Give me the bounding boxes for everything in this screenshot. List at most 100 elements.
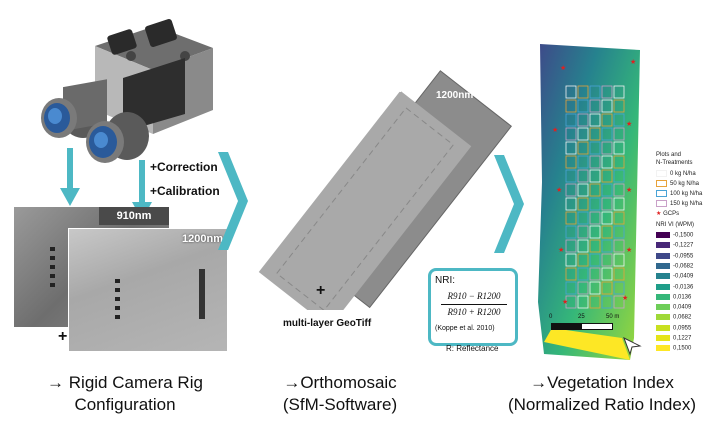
legend-ramp-swatch bbox=[656, 283, 670, 290]
legend-ramp-label: 0,0955 bbox=[673, 325, 692, 332]
caption-rig-line1: → Rigid Camera Rig bbox=[47, 373, 203, 392]
legend-treatment-label: 100 kg N/ha bbox=[670, 191, 703, 198]
legend-ramp-swatch bbox=[656, 262, 670, 269]
scale-bar bbox=[551, 323, 613, 330]
plot-cell bbox=[601, 113, 613, 127]
plot-cell bbox=[565, 225, 577, 239]
plot-cell bbox=[601, 183, 613, 197]
plot-cell bbox=[589, 267, 601, 281]
legend-treatment-swatch bbox=[656, 180, 667, 187]
legend-ramp-swatch bbox=[656, 293, 670, 300]
plot-cell bbox=[589, 85, 601, 99]
down-arrow-left bbox=[60, 148, 80, 206]
legend-ramp-swatch bbox=[656, 242, 670, 249]
plot-cell bbox=[601, 211, 613, 225]
plot-cell bbox=[589, 127, 601, 141]
plot-cell bbox=[589, 113, 601, 127]
legend-treatment-swatch bbox=[656, 190, 667, 197]
legend-ramp-item: 0,0682 bbox=[656, 314, 691, 321]
gcp-star-icon: ★ bbox=[656, 211, 662, 217]
plot-cell bbox=[589, 295, 601, 309]
calibration-label: +Calibration bbox=[150, 184, 220, 198]
legend-ramp-swatch bbox=[656, 314, 670, 321]
photo-1200nm-band-label: 1200nm bbox=[182, 233, 223, 245]
legend-ramp-swatch bbox=[656, 345, 670, 352]
gcp-star-icon: ★ bbox=[626, 186, 632, 194]
plot-cell bbox=[589, 141, 601, 155]
legend-ramp-label: 0,0409 bbox=[673, 304, 692, 311]
legend-plots-title-2: N-Treatments bbox=[656, 160, 693, 166]
geotiff-label: multi-layer GeoTiff bbox=[283, 318, 372, 329]
plot-cell bbox=[601, 141, 613, 155]
legend-ramp-label: 0,0682 bbox=[673, 314, 692, 321]
legend-treatment-label: 0 kg N/ha bbox=[670, 171, 696, 178]
plot-cell bbox=[613, 169, 625, 183]
plot-cell bbox=[577, 239, 589, 253]
photo-910nm-band-label: 910nm bbox=[99, 207, 169, 225]
plot-cell bbox=[613, 127, 625, 141]
legend-gcp: ★ GCPs bbox=[656, 210, 679, 217]
legend-ramp-item: 0,0955 bbox=[656, 324, 692, 332]
legend-treatment-swatch bbox=[656, 200, 667, 207]
plot-cell bbox=[565, 211, 577, 225]
plot-cell bbox=[577, 127, 589, 141]
map-legend: Plots and N-Treatments 0 kg N/ha 50 kg N/… bbox=[654, 152, 720, 357]
scale-label-0: 0 bbox=[549, 314, 553, 320]
plot-cell bbox=[565, 239, 577, 253]
plot-cell bbox=[601, 267, 613, 281]
plot-cell bbox=[613, 183, 625, 197]
gcp-star-icon: ★ bbox=[630, 58, 636, 66]
plot-cell bbox=[601, 85, 613, 99]
plot-cell bbox=[589, 239, 601, 253]
vegetation-index-map: ★★★★★★★★★★ bbox=[538, 44, 640, 360]
legend-treatment-label: 50 kg N/ha bbox=[670, 181, 700, 188]
orthomosaic-stack bbox=[258, 70, 512, 310]
plot-cell bbox=[613, 281, 625, 295]
plot-cell bbox=[589, 99, 601, 113]
legend-ramp-swatch bbox=[656, 252, 670, 259]
caption-vi-line2: (Normalized Ratio Index) bbox=[507, 395, 696, 414]
caption-ortho: →Orthomosaic (SfM-Software) bbox=[250, 372, 430, 416]
legend-plots-title-1: Plots and bbox=[656, 152, 682, 158]
legend-treatment: 0 kg N/ha bbox=[656, 170, 696, 177]
legend-ramp-label: -0,0136 bbox=[673, 284, 694, 291]
plot-cell bbox=[589, 155, 601, 169]
plot-cell bbox=[601, 225, 613, 239]
plot-cell bbox=[613, 267, 625, 281]
gcp-star-icon: ★ bbox=[556, 186, 562, 194]
nri-denominator: R910 + R1200 bbox=[447, 307, 501, 317]
plot-cell bbox=[601, 295, 613, 309]
legend-ramp-item: -0,1227 bbox=[656, 242, 693, 249]
legend-treatment: 150 kg N/ha bbox=[656, 200, 702, 207]
caption-vi-line1: →Vegetation Index bbox=[530, 373, 674, 392]
plot-cell bbox=[565, 197, 577, 211]
plot-cell bbox=[613, 295, 625, 309]
nri-title: NRI: bbox=[435, 275, 455, 286]
plot-cell bbox=[577, 169, 589, 183]
plot-cell bbox=[577, 155, 589, 169]
ortho-910nm-label: 910nm bbox=[370, 84, 402, 95]
legend-ramp-item: 0,1227 bbox=[656, 335, 691, 342]
legend-treatment: 100 kg N/ha bbox=[656, 190, 702, 197]
plot-cell bbox=[577, 85, 589, 99]
legend-ramp-item: 0,0136 bbox=[656, 293, 691, 300]
gcp-star-icon: ★ bbox=[562, 298, 568, 306]
camera-rig-illustration bbox=[41, 18, 213, 163]
correction-label: +Correction bbox=[150, 160, 218, 174]
plot-cell bbox=[565, 113, 577, 127]
plot-cell bbox=[589, 197, 601, 211]
plot-cell bbox=[565, 85, 577, 99]
plot-cell bbox=[577, 197, 589, 211]
plot-cell bbox=[577, 267, 589, 281]
legend-ramp-swatch bbox=[656, 304, 670, 311]
legend-ramp-label: -0,1227 bbox=[673, 242, 694, 249]
legend-ramp-label: -0,1500 bbox=[673, 232, 694, 239]
legend-ramp-label: -0,0409 bbox=[673, 273, 694, 280]
caption-ortho-line2: (SfM-Software) bbox=[282, 395, 398, 414]
plot-cell bbox=[565, 267, 577, 281]
plot-cell bbox=[565, 183, 577, 197]
plot-cell bbox=[601, 281, 613, 295]
scale-label-50: 50 m bbox=[606, 314, 620, 320]
plot-cell bbox=[613, 113, 625, 127]
plot-cell bbox=[589, 183, 601, 197]
